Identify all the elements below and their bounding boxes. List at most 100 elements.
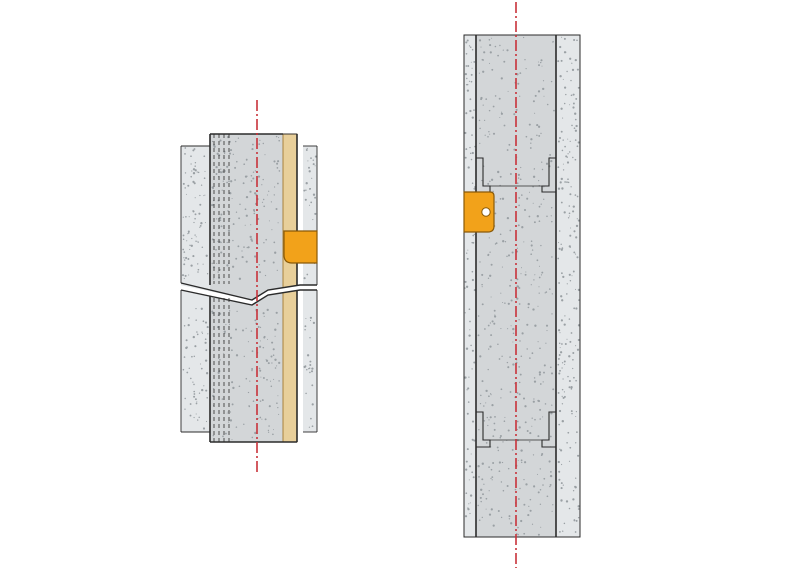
speckle-dot xyxy=(469,98,472,101)
speckle-dot xyxy=(469,502,471,504)
speckle-dot xyxy=(506,361,509,364)
speckle-dot xyxy=(183,263,186,266)
speckle-dot xyxy=(490,334,493,337)
left-break-line-bottom xyxy=(180,289,317,306)
speckle-dot xyxy=(477,465,480,468)
speckle-dot xyxy=(196,331,198,333)
speckle-dot xyxy=(307,160,309,162)
speckle-dot xyxy=(187,323,190,327)
speckle-dot xyxy=(192,180,195,184)
speckle-dot xyxy=(469,109,472,113)
speckle-dot xyxy=(464,73,467,76)
speckle-dot xyxy=(560,449,563,452)
speckle-dot xyxy=(194,197,196,199)
speckle-dot xyxy=(501,111,503,113)
speckle-dot xyxy=(524,421,527,424)
speckle-dot xyxy=(219,268,221,271)
speckle-dot xyxy=(207,333,209,335)
speckle-dot xyxy=(228,180,230,183)
speckle-dot xyxy=(558,247,561,250)
speckle-dot xyxy=(189,414,192,417)
speckle-dot xyxy=(310,417,312,420)
speckle-dot xyxy=(526,348,528,350)
speckle-dot xyxy=(529,498,532,501)
speckle-dot xyxy=(572,156,574,159)
speckle-dot xyxy=(465,41,468,44)
speckle-dot xyxy=(470,80,473,83)
speckle-dot xyxy=(219,139,222,142)
speckle-dot xyxy=(530,138,533,141)
speckle-dot xyxy=(273,186,276,188)
speckle-dot xyxy=(528,215,531,218)
speckle-dot xyxy=(561,247,564,249)
speckle-dot xyxy=(521,226,524,229)
speckle-dot xyxy=(566,156,568,158)
speckle-dot xyxy=(573,38,576,42)
speckle-dot xyxy=(562,396,565,399)
speckle-dot xyxy=(490,263,493,266)
speckle-dot xyxy=(199,224,202,227)
speckle-dot xyxy=(268,425,270,427)
speckle-dot xyxy=(310,370,314,373)
speckle-dot xyxy=(549,435,552,438)
speckle-dot xyxy=(466,252,468,254)
speckle-dot xyxy=(552,41,554,43)
speckle-dot xyxy=(197,171,200,174)
speckle-dot xyxy=(270,355,273,358)
speckle-dot xyxy=(468,45,471,47)
speckle-dot xyxy=(517,82,520,85)
speckle-dot xyxy=(539,61,542,64)
speckle-dot xyxy=(262,346,265,349)
speckle-dot xyxy=(278,380,280,382)
speckle-dot xyxy=(536,124,539,127)
speckle-dot xyxy=(465,65,468,67)
speckle-dot xyxy=(478,429,480,431)
speckle-dot xyxy=(195,319,197,321)
speckle-dot xyxy=(228,310,231,312)
speckle-dot xyxy=(543,364,546,367)
speckle-dot xyxy=(526,430,529,432)
speckle-dot xyxy=(571,275,573,277)
speckle-dot xyxy=(184,153,186,155)
speckle-dot xyxy=(466,39,469,42)
speckle-dot xyxy=(194,162,197,164)
speckle-dot xyxy=(467,65,470,67)
speckle-dot xyxy=(219,359,221,361)
speckle-dot xyxy=(480,500,482,503)
speckle-dot xyxy=(551,293,553,295)
speckle-dot xyxy=(533,377,536,379)
speckle-dot xyxy=(534,324,537,327)
speckle-dot xyxy=(485,389,488,393)
speckle-dot xyxy=(258,271,262,274)
speckle-dot xyxy=(185,256,188,260)
speckle-dot xyxy=(205,389,208,392)
speckle-dot xyxy=(311,384,314,387)
speckle-dot xyxy=(561,463,563,466)
speckle-dot xyxy=(278,413,280,415)
speckle-dot xyxy=(574,118,577,121)
speckle-dot xyxy=(558,354,561,356)
speckle-dot xyxy=(550,206,553,209)
speckle-dot xyxy=(494,314,496,316)
speckle-dot xyxy=(539,468,542,470)
speckle-dot xyxy=(204,170,206,172)
speckle-dot xyxy=(200,222,203,225)
speckle-dot xyxy=(577,339,580,341)
speckle-dot xyxy=(467,387,470,390)
speckle-dot xyxy=(205,420,208,423)
speckle-dot xyxy=(563,211,566,214)
speckle-dot xyxy=(530,142,532,144)
speckle-dot xyxy=(464,312,466,314)
speckle-dot xyxy=(232,239,234,242)
speckle-dot xyxy=(220,168,222,170)
speckle-dot xyxy=(197,419,199,421)
speckle-dot xyxy=(541,161,543,163)
speckle-dot xyxy=(572,270,575,273)
speckle-dot xyxy=(569,234,572,237)
speckle-dot xyxy=(243,246,245,248)
speckle-dot xyxy=(526,323,529,326)
speckle-dot xyxy=(573,307,576,310)
speckle-dot xyxy=(520,355,523,357)
speckle-dot xyxy=(466,412,469,415)
speckle-dot xyxy=(241,329,245,332)
